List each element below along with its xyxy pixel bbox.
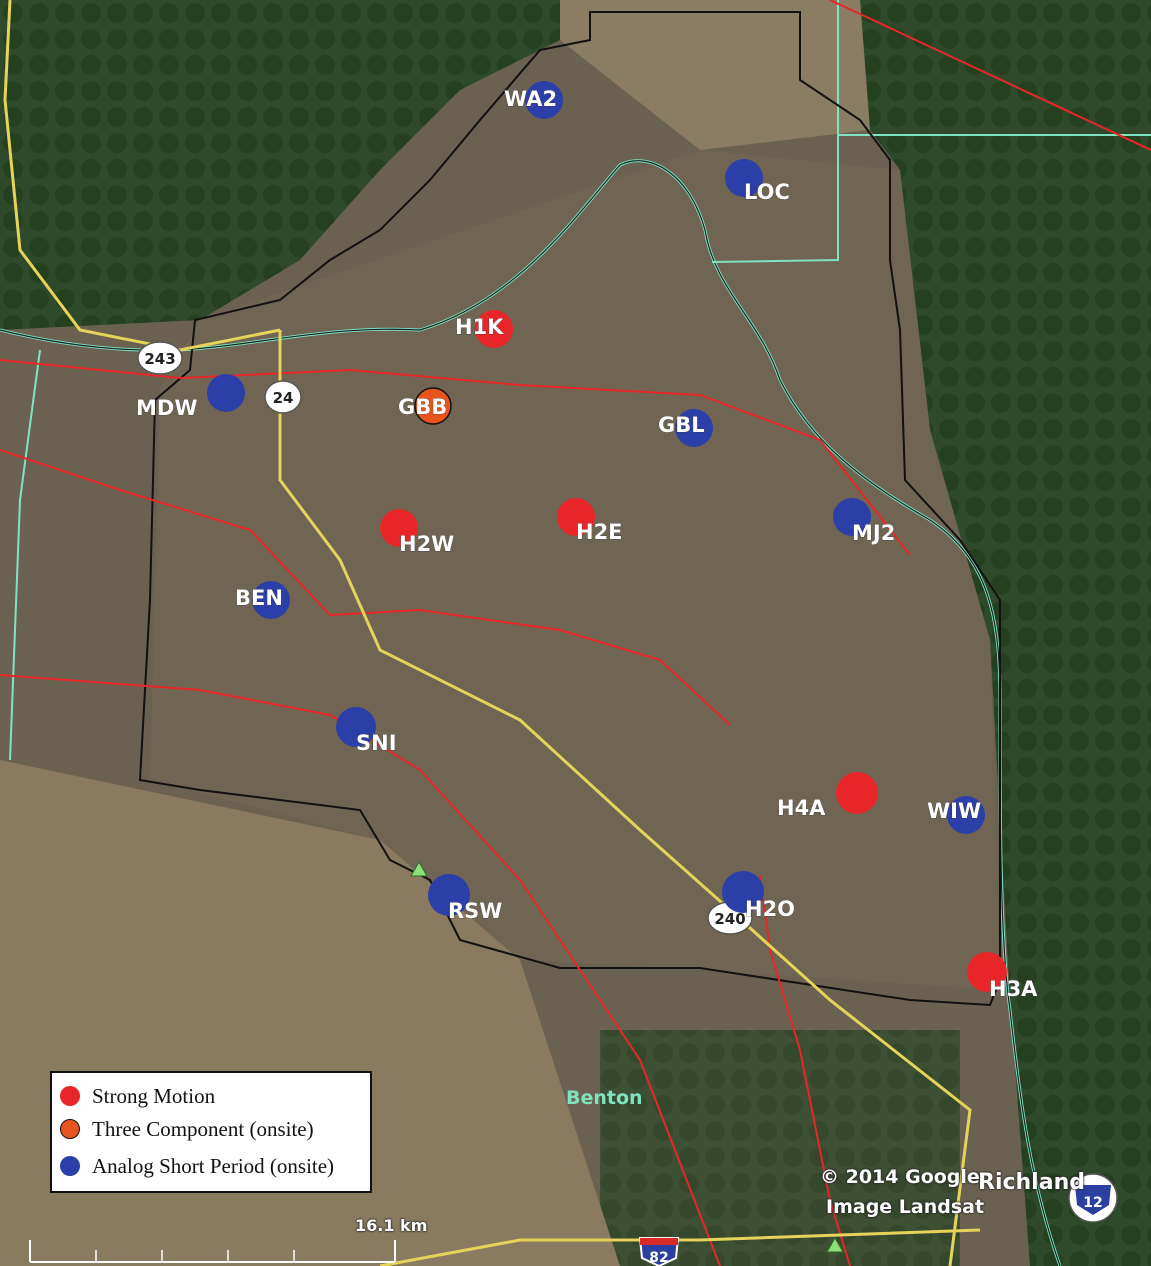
scale-label: 16.1 km (355, 1216, 428, 1235)
station-label: H3A (989, 977, 1038, 1001)
station-LOC[interactable]: LOC (725, 159, 790, 204)
station-label: WA2 (504, 87, 557, 111)
station-label: MDW (136, 396, 198, 420)
station-WA2[interactable]: WA2 (504, 81, 563, 119)
site-terrain (150, 150, 1000, 990)
station-label: GBB (398, 395, 447, 419)
station-marker (947, 796, 985, 834)
station-marker (725, 159, 763, 197)
highways (3, 0, 981, 1266)
station-SNI[interactable]: SNI (336, 707, 397, 755)
station-marker (557, 498, 595, 536)
copyright-line-2: Image Landsat (826, 1196, 985, 1218)
svg-text:240: 240 (714, 910, 745, 928)
station-MDW[interactable]: MDW (136, 374, 245, 420)
station-marker (428, 874, 470, 916)
route-shield-243: 243 (137, 341, 183, 375)
station-H4A[interactable]: H4A (777, 772, 878, 820)
svg-text:12: 12 (1083, 1195, 1102, 1211)
legend-label: Strong Motion (92, 1083, 216, 1108)
route-shield-12: 12 (1068, 1173, 1118, 1223)
station-marker (525, 81, 563, 119)
station-H3A[interactable]: H3A (967, 952, 1038, 1001)
station-RSW[interactable]: RSW (428, 874, 503, 923)
legend-label: Analog Short Period (onsite) (92, 1153, 335, 1178)
station-marker (836, 772, 878, 814)
farmland-east (860, 0, 1151, 1266)
farmland-south (600, 1030, 960, 1266)
svg-text:82: 82 (649, 1250, 668, 1266)
station-MJ2[interactable]: MJ2 (833, 498, 896, 545)
northern-ridge (560, 0, 870, 150)
station-label: H4A (777, 796, 826, 820)
station-marker (675, 409, 713, 447)
route-shield-82: 82 (638, 1237, 680, 1266)
legend-dot-icon (60, 1156, 80, 1176)
station-marker (336, 707, 376, 747)
river-channel (0, 160, 1061, 1266)
station-H1K[interactable]: H1K (455, 310, 513, 348)
station-marker (833, 498, 871, 536)
station-marker (414, 387, 452, 425)
station-label: H1K (455, 315, 504, 339)
farmland-northwest (0, 0, 560, 330)
copyright-line-1: © 2014 Google (820, 1166, 980, 1188)
peak-marker-icon (410, 860, 844, 1253)
station-WIW[interactable]: WIW (927, 796, 985, 834)
scale-bar (29, 1240, 396, 1263)
station-label: H2O (745, 897, 795, 921)
station-label: WIW (927, 799, 981, 823)
station-H2O[interactable]: H2O (722, 871, 795, 921)
station-label: SNI (356, 731, 397, 755)
station-BEN[interactable]: BEN (235, 581, 290, 619)
station-label: BEN (235, 586, 283, 610)
place-label-richland: Richland (978, 1170, 1085, 1195)
svg-text:24: 24 (273, 389, 294, 407)
place-label-benton: Benton (566, 1087, 643, 1109)
svg-text:243: 243 (144, 350, 175, 368)
station-label: RSW (448, 899, 502, 923)
legend-item-three-component: Three Component (onsite) (60, 1116, 314, 1142)
station-GBL[interactable]: GBL (658, 409, 713, 447)
station-H2W[interactable]: H2W (380, 509, 455, 556)
route-shield-24: 24 (264, 380, 302, 414)
station-label: LOC (744, 180, 790, 204)
station-marker (380, 509, 418, 547)
station-marker (722, 871, 764, 913)
station-marker (967, 952, 1007, 992)
site-boundary (138, 11, 1001, 1007)
station-marker (252, 581, 290, 619)
station-label: H2W (399, 532, 454, 556)
station-label: MJ2 (852, 521, 895, 545)
legend-dot-icon (60, 1086, 80, 1106)
legend-dot-icon (60, 1119, 80, 1139)
station-label: H2E (576, 520, 623, 544)
legend-item-analog-short-period: Analog Short Period (onsite) (60, 1153, 334, 1179)
map-legend: Strong Motion Three Component (onsite) A… (50, 1071, 372, 1193)
station-label: GBL (658, 413, 705, 437)
county-lines (9, 0, 1151, 761)
station-H2E[interactable]: H2E (557, 498, 623, 544)
station-GBB[interactable]: GBB (398, 387, 452, 425)
legend-label: Three Component (onsite) (92, 1116, 314, 1141)
station-marker (475, 310, 513, 348)
station-marker (207, 374, 245, 412)
legend-item-strong-motion: Strong Motion (60, 1083, 215, 1109)
